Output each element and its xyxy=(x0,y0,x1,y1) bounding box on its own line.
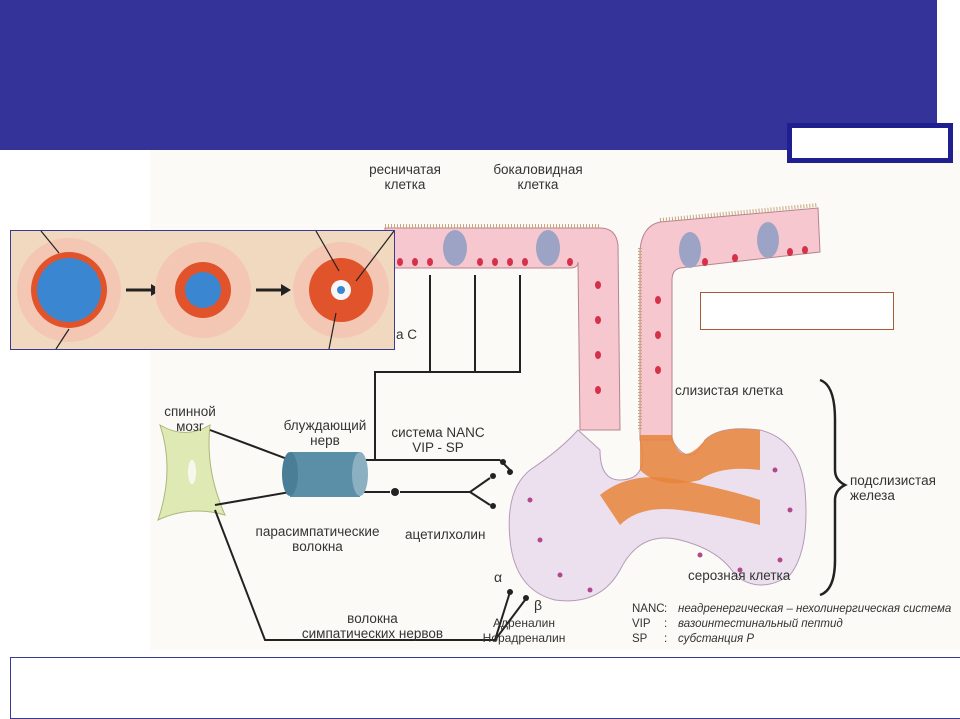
gland-bracket xyxy=(819,378,848,597)
label-submucosal-gland: подслизистая железа xyxy=(850,473,936,503)
legend-key: NANC xyxy=(632,603,665,615)
legend-row: VIP:вазоинтестинальный пептид xyxy=(632,618,843,630)
header-bar xyxy=(0,0,937,150)
goblet-cell xyxy=(757,222,779,258)
label-mucous-cell: слизистая клетка xyxy=(675,383,784,398)
label-spinal-cord: спинной мозг xyxy=(164,404,216,434)
label-goblet-cell: бокаловидная клетка xyxy=(493,162,583,192)
airway-cross-section-normal xyxy=(17,238,121,342)
goblet-cell xyxy=(443,230,467,266)
epithelium-left xyxy=(384,227,621,431)
legend-key: VIP xyxy=(632,618,651,630)
caption-box xyxy=(10,657,960,719)
vagus-nerve xyxy=(282,452,368,497)
airway-cross-section-narrowed xyxy=(155,242,251,338)
label-alpha: α xyxy=(494,569,503,585)
label-partial-c: а С xyxy=(396,327,418,342)
empty-label-box xyxy=(700,292,894,330)
legend-text: вазоинтестинальный пептид xyxy=(678,618,843,630)
legend-key: SP xyxy=(632,633,648,645)
airway-cross-section-occluded xyxy=(293,242,389,338)
label-nanc-system: система NANC VIP - SP xyxy=(391,425,485,455)
legend-row: NANC:неадренергическая – нехолинергическ… xyxy=(632,603,952,615)
label-sympathetic-fibers: волокна симпатических нервов xyxy=(301,611,444,641)
airway-narrowing-inset xyxy=(10,230,395,350)
label-beta: β xyxy=(534,597,543,613)
label-acetylcholine: ацетилхолин xyxy=(405,527,486,542)
legend-row: SP:субстанция Р xyxy=(632,633,754,645)
submucosal-gland xyxy=(508,428,807,602)
label-ciliated-cell: ресничатая клетка xyxy=(369,162,441,192)
goblet-cell xyxy=(536,230,560,266)
legend-text: субстанция Р xyxy=(678,633,754,645)
blue-frame-box xyxy=(787,123,953,163)
label-vagus-nerve: блуждающий нерв xyxy=(283,418,367,448)
abbreviation-legend: NANC:неадренергическая – нехолинергическ… xyxy=(632,602,951,647)
goblet-cell xyxy=(679,232,701,268)
label-serous-cell: серозная клетка xyxy=(688,568,791,583)
legend-text: неадренергическая – нехолинергическая си… xyxy=(678,603,952,615)
label-adrenaline: Адреналин Норадреналин xyxy=(482,616,566,645)
label-parasympathetic: парасимпатические волокна xyxy=(255,524,380,554)
